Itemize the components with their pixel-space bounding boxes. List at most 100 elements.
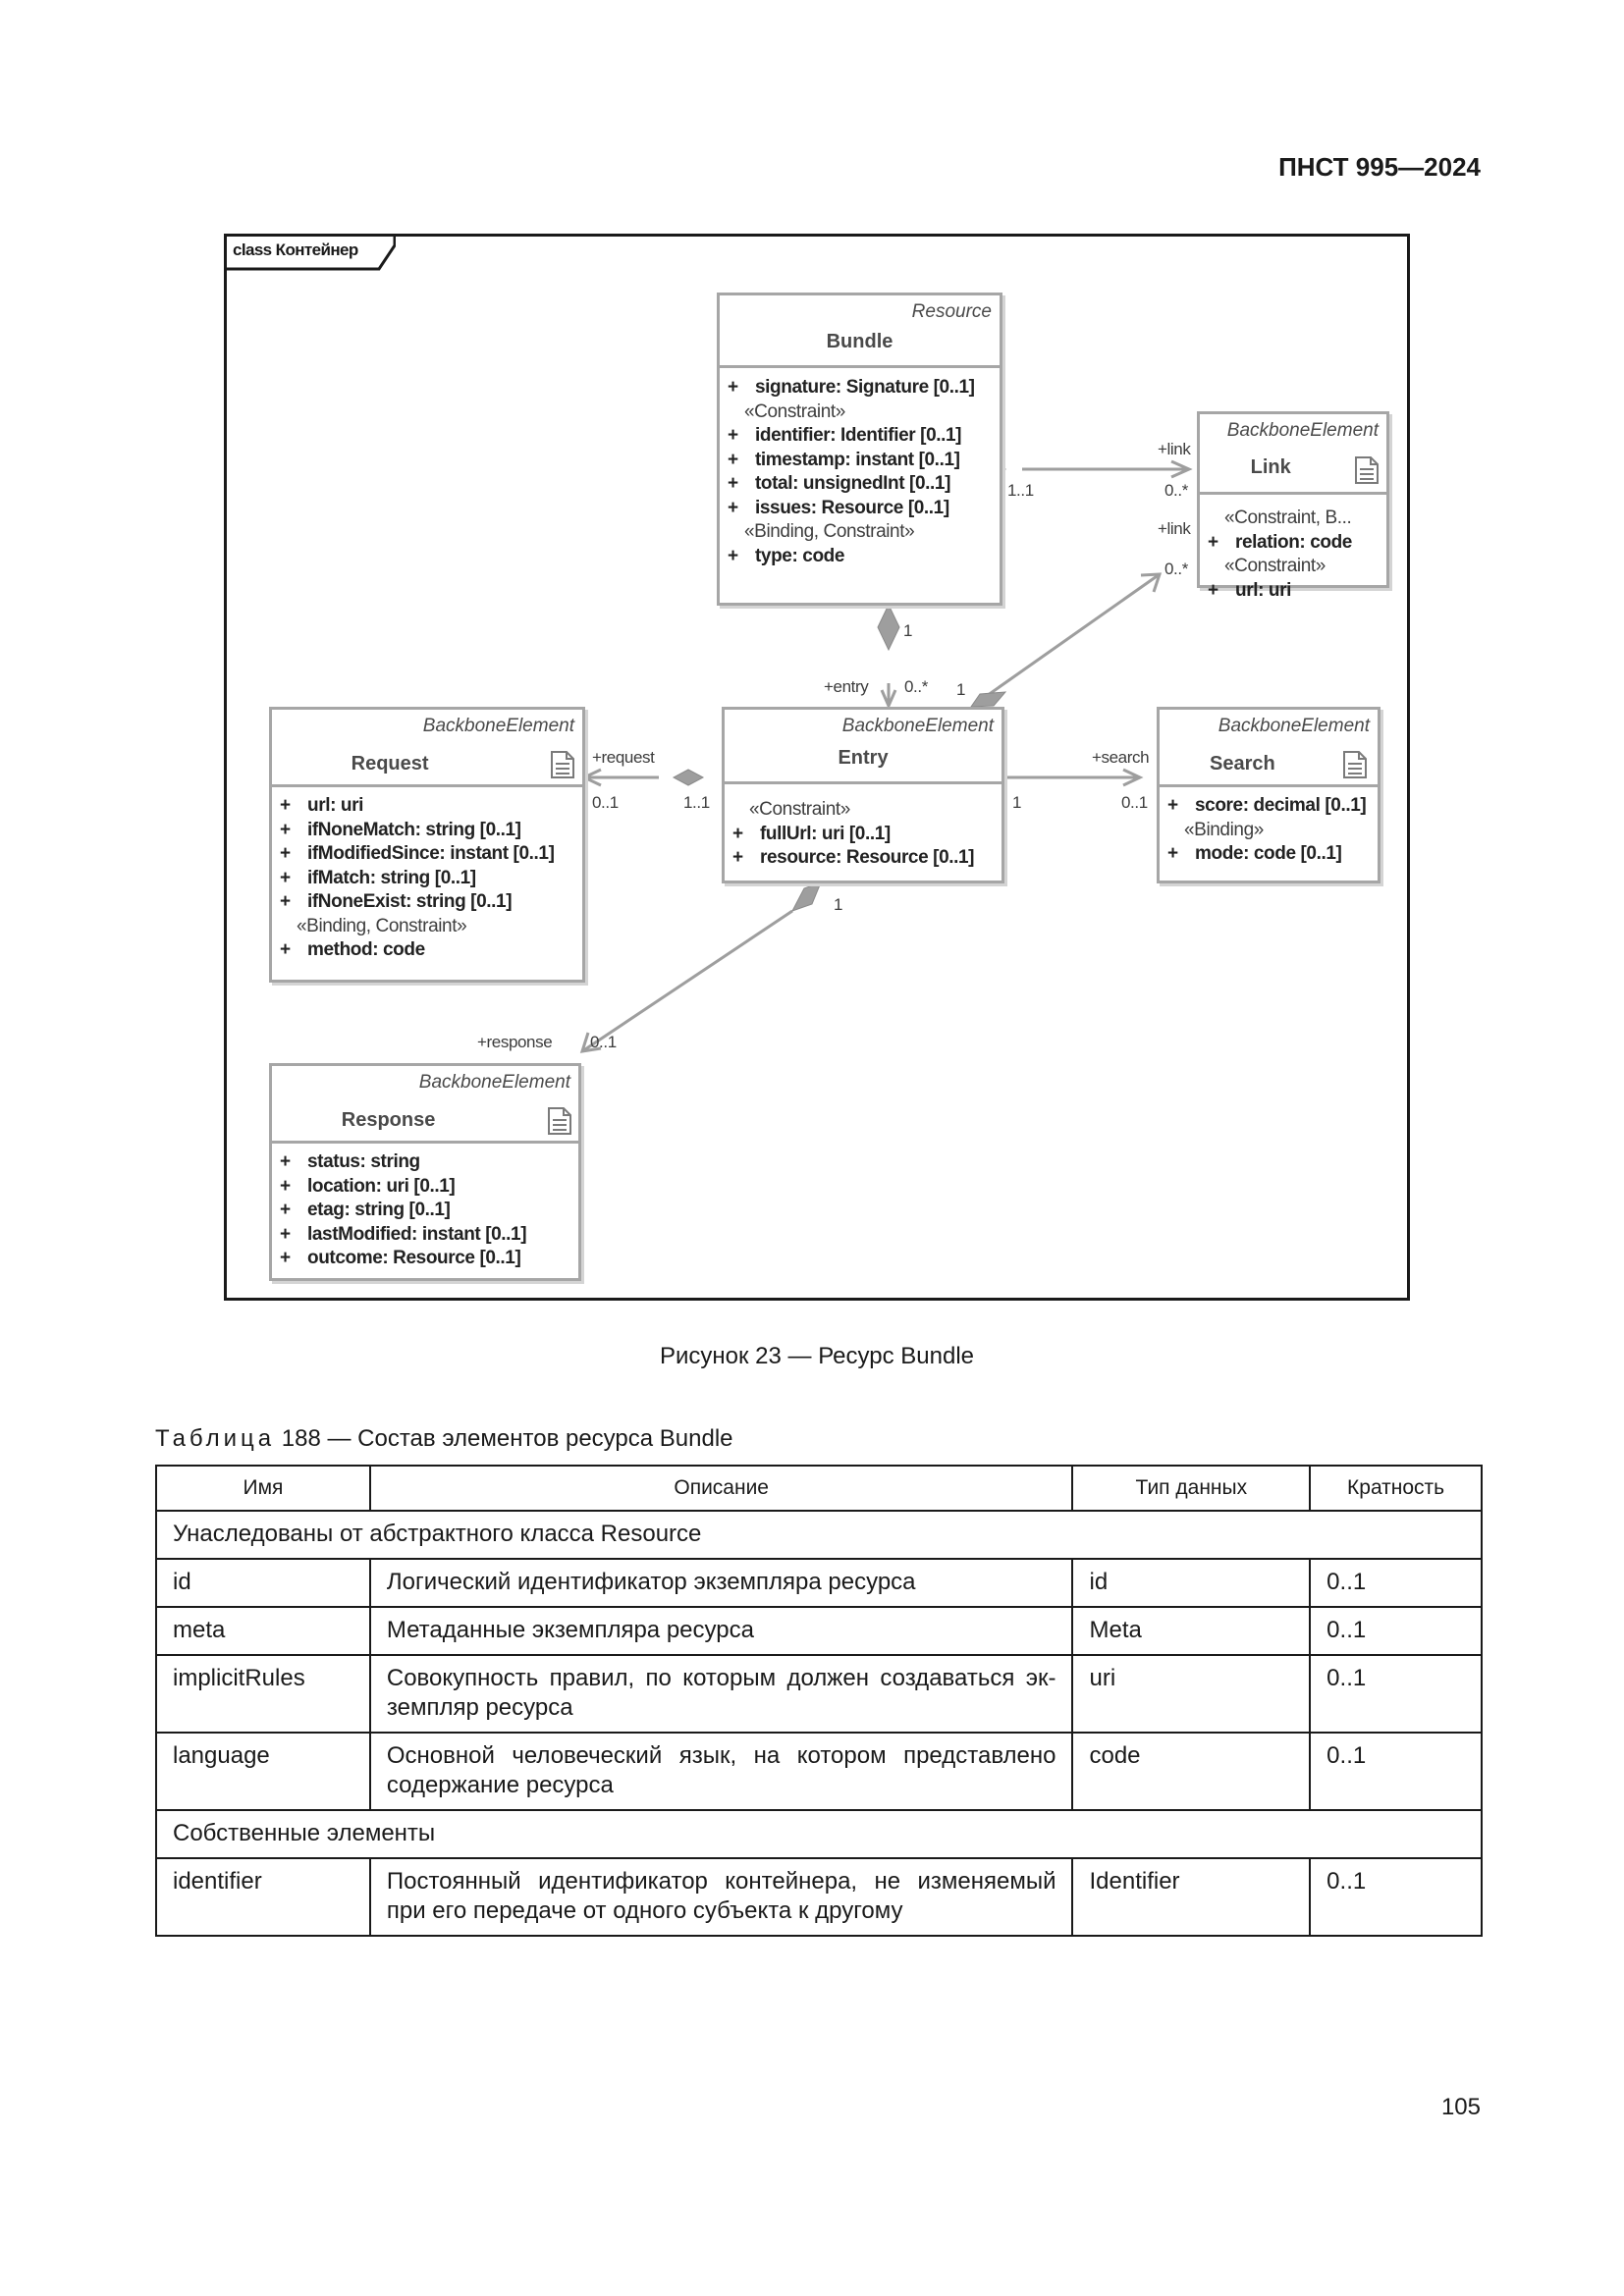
class-stereotype: Resource bbox=[911, 301, 992, 322]
attribute-row: + type: code bbox=[728, 545, 996, 569]
attribute-row: +mode: code [0..1] bbox=[1167, 842, 1374, 867]
class-entry: BackboneElement Entry «Constraint»+fullU… bbox=[722, 707, 1004, 883]
cell-datatype: Meta bbox=[1071, 1606, 1312, 1656]
class-stereotype: BackboneElement bbox=[841, 716, 994, 736]
class-stereotype: BackboneElement bbox=[422, 716, 574, 736]
cell-cardinality: 0..1 bbox=[1309, 1732, 1483, 1811]
link2-target-multiplicity: 0..* bbox=[1164, 560, 1188, 578]
attribute-row: +fullUrl: uri [0..1] bbox=[732, 823, 998, 847]
attribute-text: url: uri bbox=[1235, 579, 1291, 601]
attribute-row: + score: decimal [0..1] bbox=[1167, 794, 1374, 819]
attribute-text: etag: string [0..1] bbox=[307, 1200, 451, 1220]
stereotype-group-label: «Binding, Constraint» bbox=[744, 521, 915, 542]
attribute-row: +ifMatch: string [0..1] bbox=[280, 867, 578, 891]
stereotype-group-label: «Binding, Constraint» bbox=[297, 915, 467, 936]
attribute-row: + signature: Signature [0..1] bbox=[728, 376, 996, 400]
attribute-text: outcome: Resource [0..1] bbox=[307, 1248, 521, 1268]
cell-name: implicitRules bbox=[155, 1654, 371, 1734]
attribute-row: +lastModified: instant [0..1] bbox=[280, 1223, 574, 1248]
attribute-text: total: unsignedInt [0..1] bbox=[755, 473, 950, 494]
cell-description: Основной человеческий язык, на котором п… bbox=[368, 1732, 1074, 1811]
attribute-row: +issues: Resource [0..1] bbox=[728, 497, 996, 521]
document-icon bbox=[551, 751, 574, 778]
visibility-symbol: + bbox=[280, 1248, 291, 1268]
visibility-symbol: + bbox=[280, 843, 291, 864]
cell-description: Постоянный идентификатор контейнера, не … bbox=[368, 1857, 1074, 1937]
association-lines bbox=[579, 459, 1193, 1053]
link-target-multiplicity: 0..* bbox=[1164, 481, 1188, 500]
stereotype-group-label: «Constraint, B... bbox=[1224, 507, 1352, 528]
attribute-text: ifModifiedSince: instant [0..1] bbox=[307, 843, 555, 864]
document-icon bbox=[1343, 751, 1367, 778]
visibility-symbol: + bbox=[728, 497, 738, 518]
attribute-text: type: code bbox=[755, 545, 845, 566]
class-name: Link bbox=[1250, 456, 1291, 478]
document-code: ПНСТ 995—2024 bbox=[1278, 152, 1481, 182]
class-bundle: Resource Bundle +signature: Signature [0… bbox=[717, 293, 1002, 606]
class-stereotype: BackboneElement bbox=[418, 1072, 570, 1093]
attribute-text: url: uri bbox=[307, 795, 363, 816]
attribute-row: +url: uri bbox=[1208, 579, 1382, 604]
cell-cardinality: 0..1 bbox=[1309, 1558, 1483, 1608]
attribute-text: timestamp: instant [0..1] bbox=[755, 449, 960, 470]
request-role-label: +request bbox=[592, 748, 655, 767]
visibility-symbol: + bbox=[280, 1151, 291, 1172]
cell-name: language bbox=[155, 1732, 371, 1811]
visibility-symbol: + bbox=[728, 473, 738, 494]
cell-name: identifier bbox=[155, 1857, 371, 1937]
visibility-symbol: + bbox=[280, 939, 291, 960]
visibility-symbol: + bbox=[1208, 531, 1218, 553]
stereotype-group-label: «Binding» bbox=[1184, 819, 1264, 840]
attribute-row: + status: string bbox=[280, 1150, 574, 1175]
class-name: Request bbox=[351, 753, 429, 774]
response-source-multiplicity: 1 bbox=[834, 895, 843, 914]
entry-source-multiplicity: 1 bbox=[903, 621, 913, 640]
visibility-symbol: + bbox=[728, 449, 738, 470]
attribute-text: resource: Resource [0..1] bbox=[760, 847, 975, 868]
class-request: BackboneElement Request +url: uri+ifNone… bbox=[269, 707, 585, 983]
attribute-text: ifNoneExist: string [0..1] bbox=[307, 891, 513, 912]
class-stereotype: BackboneElement bbox=[1218, 716, 1370, 736]
class-separator bbox=[1200, 492, 1386, 495]
attribute-text: ifNoneMatch: string [0..1] bbox=[307, 819, 521, 840]
cell-datatype: uri bbox=[1071, 1654, 1312, 1734]
composition-diamond-entry-request bbox=[672, 769, 705, 786]
visibility-symbol: + bbox=[1167, 843, 1178, 864]
visibility-symbol: + bbox=[732, 847, 743, 868]
stereotype-group-label: «Constraint» bbox=[1224, 556, 1326, 576]
attribute-row: +url: uri bbox=[280, 794, 578, 819]
composition-diamond-entry-response bbox=[790, 881, 822, 912]
document-icon bbox=[548, 1107, 571, 1135]
visibility-symbol: + bbox=[728, 545, 738, 566]
attribute-text: signature: Signature [0..1] bbox=[755, 377, 975, 398]
attribute-text: status: string bbox=[307, 1151, 420, 1172]
figure-caption: Рисунок 23 — Ресурс Bundle bbox=[660, 1343, 974, 1369]
visibility-symbol: + bbox=[280, 1223, 291, 1245]
visibility-symbol: + bbox=[280, 867, 291, 888]
visibility-symbol: + bbox=[1167, 795, 1178, 816]
class-stereotype: BackboneElement bbox=[1226, 420, 1379, 441]
response-target-multiplicity: 0..1 bbox=[590, 1033, 617, 1051]
cell-description: Логический идентификатор экземпляра ресу… bbox=[368, 1558, 1074, 1608]
response-role-label: +response bbox=[477, 1033, 553, 1051]
class-search: BackboneElement Search + score: decimal [… bbox=[1157, 707, 1380, 883]
link-source-multiplicity: 1..1 bbox=[1007, 481, 1034, 500]
attribute-text: identifier: Identifier [0..1] bbox=[755, 425, 962, 446]
attribute-text: fullUrl: uri [0..1] bbox=[760, 823, 891, 844]
search-target-multiplicity: 0..1 bbox=[1121, 793, 1148, 812]
attribute-text: score: decimal [0..1] bbox=[1195, 795, 1367, 816]
composition-diamond-bundle-entry bbox=[877, 603, 900, 652]
visibility-symbol: + bbox=[728, 377, 738, 398]
stereotype-group-label: «Constraint» bbox=[749, 799, 850, 820]
class-separator bbox=[272, 784, 582, 787]
search-role-label: +search bbox=[1092, 748, 1150, 767]
attribute-row: + resource: Resource [0..1] bbox=[732, 846, 998, 871]
request-source-multiplicity: 1..1 bbox=[683, 793, 710, 812]
class-name: Search bbox=[1210, 753, 1275, 774]
attribute-row: + timestamp: instant [0..1] bbox=[728, 449, 996, 473]
